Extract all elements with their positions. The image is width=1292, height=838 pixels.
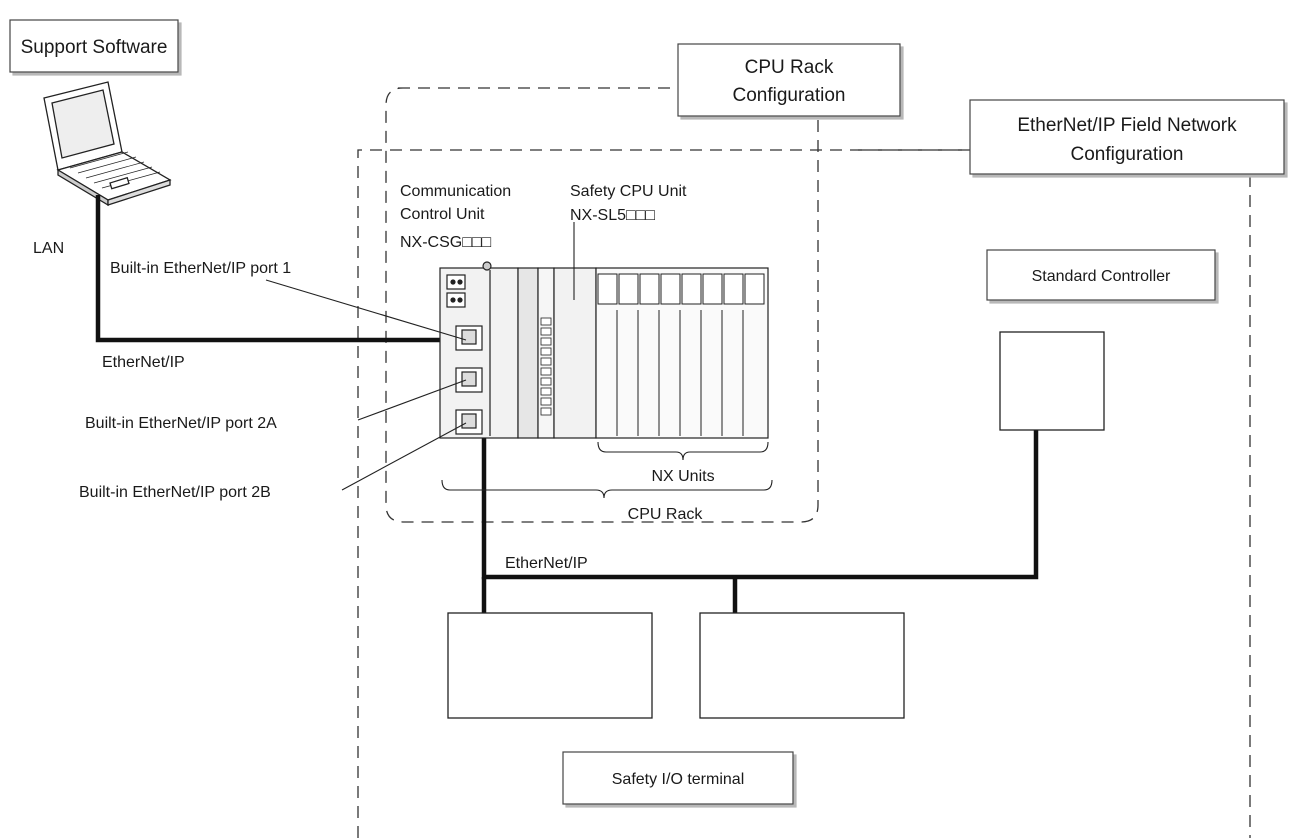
cpu-rack-configuration-box <box>677 43 901 117</box>
safety-cpu-unit-model: NX-SL5□□□ <box>570 207 655 224</box>
standard-controller-device <box>999 331 1105 431</box>
safety-cpu-unit <box>553 267 597 439</box>
communication-control-unit-label-line2: Control Unit <box>400 206 485 223</box>
standard-controller-box <box>986 249 1216 301</box>
standard-controller-label: Standard Controller <box>1032 268 1171 285</box>
lan-label: LAN <box>33 240 64 257</box>
support-software-label: Support Software <box>21 37 168 58</box>
laptop-icon <box>43 81 172 207</box>
safety-cpu-unit-label: Safety CPU Unit <box>570 183 687 200</box>
ethernetip-lower-label: EtherNet/IP <box>505 555 588 572</box>
cpu-rack-label: CPU Rack <box>628 506 704 523</box>
cpu-rack-configuration-label-line2: Configuration <box>732 85 845 106</box>
field-network-configuration-label-line2: Configuration <box>1070 144 1183 165</box>
safety-io-terminal-label: Safety I/O terminal <box>612 771 745 788</box>
safety-io-device-2 <box>699 612 905 719</box>
safety-io-terminal-box <box>562 751 794 805</box>
communication-control-unit-label-line1: Communication <box>400 183 511 200</box>
port-2b-label: Built-in EtherNet/IP port 2B <box>79 484 271 501</box>
field-network-configuration-label-line1: EtherNet/IP Field Network <box>1017 115 1237 136</box>
cpu-rack-hardware <box>439 261 769 439</box>
network-cables <box>95 195 1039 613</box>
cpu-rack-brace <box>441 479 773 499</box>
communication-control-unit-model: NX-CSG□□□ <box>400 234 492 251</box>
support-software-box <box>9 19 179 73</box>
field-network-configuration-boundary <box>357 149 1251 838</box>
cpu-rack-configuration-label-line1: CPU Rack <box>745 57 834 78</box>
safety-io-device-1 <box>447 612 653 719</box>
cpu-rack-configuration-boundary <box>385 87 819 523</box>
field-network-configuration-box <box>969 99 1285 175</box>
port-1-label: Built-in EtherNet/IP port 1 <box>110 260 291 277</box>
port-2a-label: Built-in EtherNet/IP port 2A <box>85 415 277 432</box>
nx-units-brace <box>597 441 769 461</box>
ethernetip-upper-label: EtherNet/IP <box>102 354 185 371</box>
leader-lines <box>265 222 575 491</box>
nx-units-label: NX Units <box>651 468 714 485</box>
